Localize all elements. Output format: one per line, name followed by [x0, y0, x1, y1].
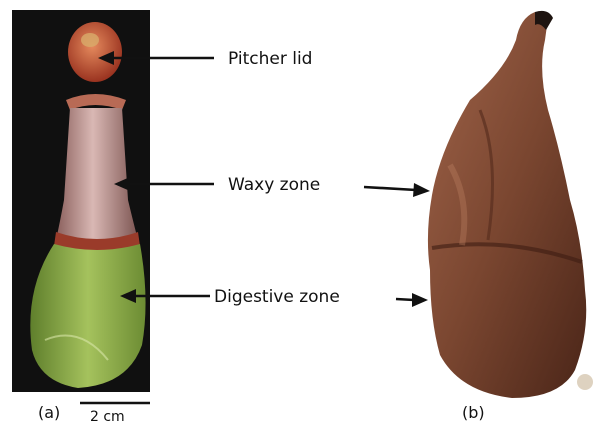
panel-label-a: (a) [38, 403, 60, 422]
pitcher-lid-highlight [81, 33, 99, 47]
label-waxy-zone: Waxy zone [228, 175, 320, 195]
arrow-waxy-zone [114, 177, 214, 191]
dried-pitcher-shape [428, 12, 586, 398]
label-digestive-zone: Digestive zone [214, 287, 340, 307]
digestive-zone-shape [30, 244, 145, 388]
panel-label-b: (b) [462, 403, 485, 422]
arrow-digestive-zone [120, 289, 210, 303]
label-pitcher-lid: Pitcher lid [228, 49, 312, 69]
arrow-waxy-zone-b [364, 183, 430, 197]
arrow-digestive-zone-b [396, 293, 428, 307]
scale-bar: 2 cm [80, 403, 150, 425]
dried-pitcher-spur [577, 374, 593, 390]
scale-bar-text: 2 cm [90, 409, 125, 425]
